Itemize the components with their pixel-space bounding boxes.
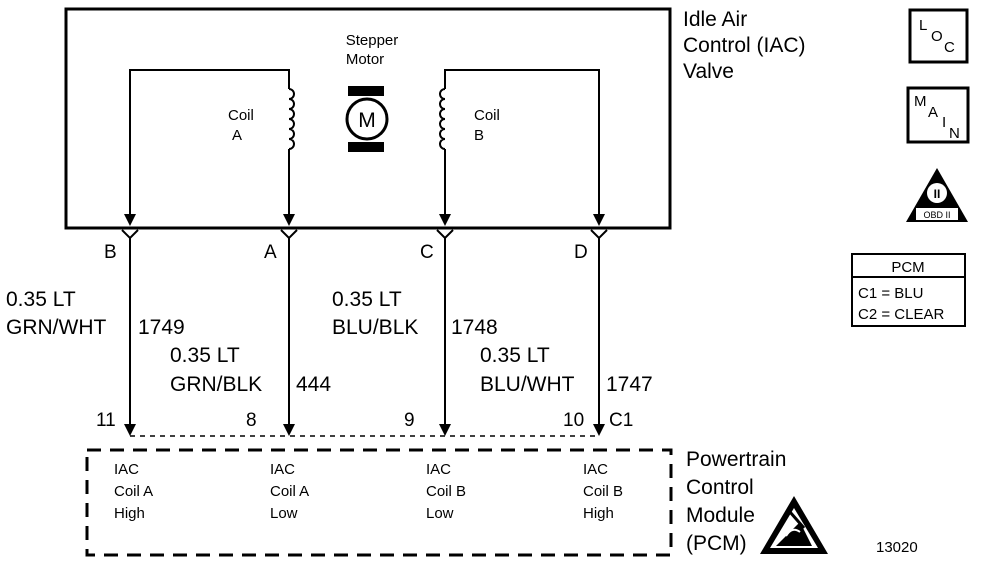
wire-1749-gauge: 0.35 LT <box>6 288 76 311</box>
valve-title-line1: Idle Air <box>683 8 747 31</box>
pin-label-c: C <box>420 242 434 263</box>
main-icon-letter-n: N <box>949 125 960 142</box>
motor-label-line2: Motor <box>346 51 384 68</box>
pcm-title-line1: Powertrain <box>686 448 786 471</box>
arrow-pin-b <box>124 214 136 226</box>
wire-1748-gauge: 0.35 LT <box>332 288 402 311</box>
pcm-pin-11: 11 <box>96 410 116 431</box>
wire-444-circuit: 444 <box>296 373 331 396</box>
wire-444-color: GRN/BLK <box>170 373 262 396</box>
main-icon-letter-m: M <box>914 93 927 110</box>
main-icon-letter-i: I <box>942 114 946 131</box>
iac-valve-box <box>64 7 672 230</box>
wire-1747-color: BLU/WHT <box>480 373 575 396</box>
wire-444-gauge: 0.35 LT <box>170 344 240 367</box>
loc-icon-letter-l: L <box>919 17 927 34</box>
valve-connector-chevrons <box>121 229 608 240</box>
coil-b-label-line1: Coil <box>474 107 500 124</box>
stepper-motor-symbol <box>345 86 389 152</box>
obd-ii-numeral: II <box>934 187 941 201</box>
pcm-pin-10: 10 <box>563 410 584 431</box>
main-icon-letter-a: A <box>928 104 938 121</box>
wire-1747-circuit: 1747 <box>606 373 653 396</box>
pcm-terminal-4-line1: IAC <box>583 461 608 478</box>
coil-a-label-line1: Coil <box>228 107 254 124</box>
valve-connector-arrows <box>124 214 605 226</box>
coil-b-wiring <box>439 69 600 222</box>
pcm-pin-9: 9 <box>404 410 415 431</box>
pcm-legend-header: PCM <box>891 259 924 276</box>
pcm-terminal-2-line3: Low <box>270 505 298 522</box>
motor-label-line1: Stepper <box>346 32 399 49</box>
pcm-connector-label: C1 <box>609 410 633 431</box>
pcm-legend-row-c2: C2 = CLEAR <box>858 306 944 323</box>
pcm-terminal-1-line1: IAC <box>114 461 139 478</box>
coil-b-label-line2: B <box>474 127 484 144</box>
loc-icon-letter-c: C <box>944 39 955 56</box>
wire-1749-circuit: 1749 <box>138 316 185 339</box>
arrow-pin-c <box>439 214 451 226</box>
wire-1747-gauge: 0.35 LT <box>480 344 550 367</box>
wire-1748-color: BLU/BLK <box>332 316 418 339</box>
wire-1748-circuit: 1748 <box>451 316 498 339</box>
loc-icon-letter-o: O <box>931 28 943 45</box>
obd-ii-icon <box>906 168 968 222</box>
coil-a-wiring <box>129 69 295 222</box>
pin-label-a: A <box>264 242 277 263</box>
pcm-terminal-3-line3: Low <box>426 505 454 522</box>
arrow-pin-d <box>593 214 605 226</box>
valve-title-line2: Control (IAC) <box>683 34 806 57</box>
loc-icon <box>908 8 969 64</box>
pin-label-d: D <box>574 242 588 263</box>
harness-wires <box>129 238 600 428</box>
pcm-terminal-4-line3: High <box>583 505 614 522</box>
motor-symbol-letter: M <box>358 109 376 132</box>
obd-ii-text: OBD II <box>923 210 950 220</box>
wire-1749-color: GRN/WHT <box>6 316 106 339</box>
pcm-terminal-3-line1: IAC <box>426 461 451 478</box>
pcm-pin-8: 8 <box>246 410 257 431</box>
pcm-terminal-2-line2: Coil A <box>270 483 309 500</box>
pcm-terminal-2-line1: IAC <box>270 461 295 478</box>
pcm-terminal-1-line2: Coil A <box>114 483 153 500</box>
figure-number: 13020 <box>876 539 918 556</box>
pcm-terminal-4-line2: Coil B <box>583 483 623 500</box>
pcm-connector-arrows <box>124 424 605 436</box>
pcm-legend-row-c1: C1 = BLU <box>858 285 923 302</box>
esd-warning-icon <box>760 496 828 554</box>
pin-label-b: B <box>104 242 117 263</box>
coil-a-label-line2: A <box>232 127 242 144</box>
arrow-pin-a <box>283 214 295 226</box>
pcm-title-line4: (PCM) <box>686 532 747 555</box>
pcm-terminal-3-line2: Coil B <box>426 483 466 500</box>
pcm-terminal-1-line3: High <box>114 505 145 522</box>
pcm-legend-table <box>851 253 966 327</box>
pcm-title-line2: Control <box>686 476 754 499</box>
pcm-title-line3: Module <box>686 504 755 527</box>
valve-title-line3: Valve <box>683 60 734 83</box>
main-icon <box>906 86 970 144</box>
